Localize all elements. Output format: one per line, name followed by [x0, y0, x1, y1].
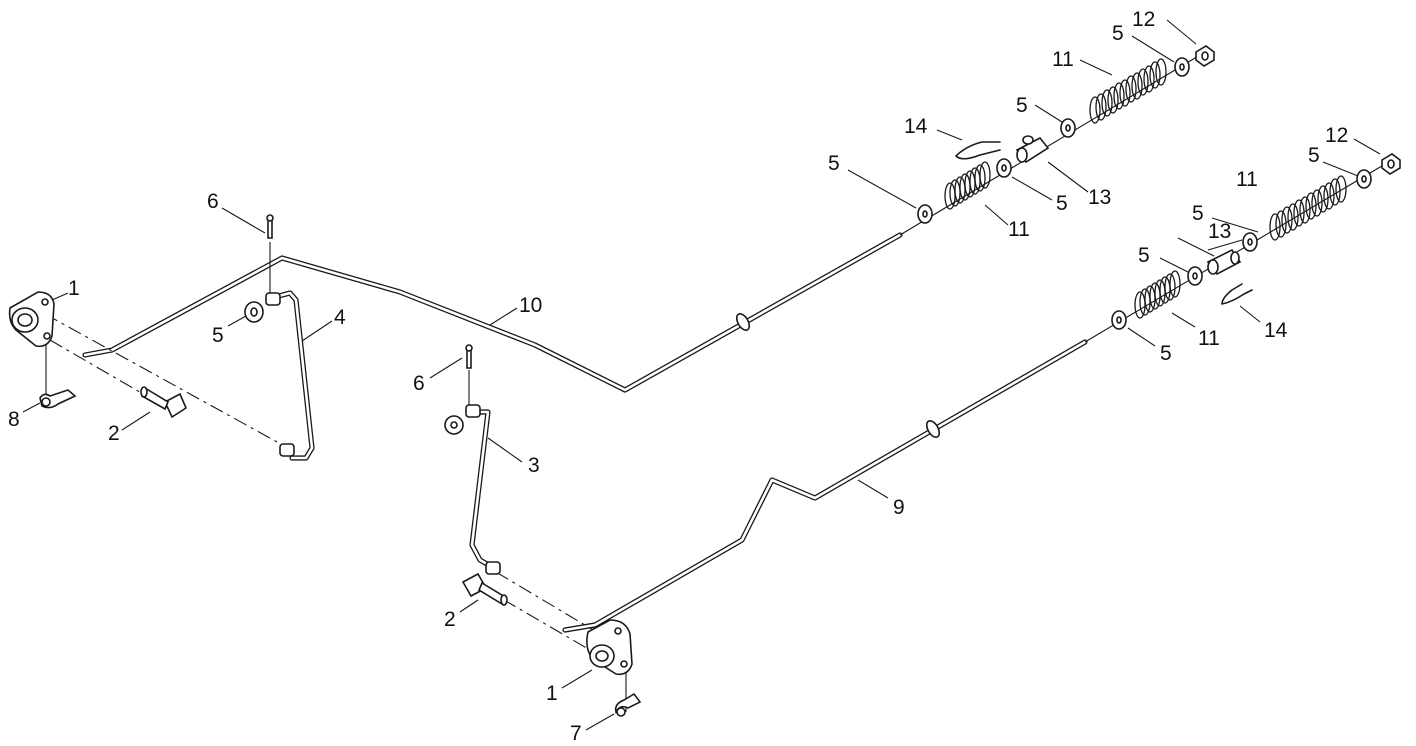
callout-5-a: 5 [828, 152, 840, 175]
callout-13-upper: 13 [1088, 186, 1111, 209]
callout-5-c: 5 [1016, 94, 1028, 117]
spring-11-b [1089, 58, 1167, 124]
callout-5-d: 5 [1112, 22, 1124, 45]
washer-5-left [244, 301, 264, 323]
callout-10: 10 [519, 294, 542, 317]
spring-assembly-lower [1084, 153, 1401, 343]
link-4 [265, 290, 315, 461]
clip-8 [39, 389, 77, 409]
callout-2-upper: 2 [108, 422, 120, 445]
callout-12-upper: 12 [1132, 8, 1155, 31]
washer-5-d [1174, 57, 1190, 77]
washer-5-a [917, 204, 933, 224]
callout-11-d: 11 [1236, 168, 1258, 191]
callout-1-lower: 1 [546, 682, 558, 705]
rod-10 [82, 232, 903, 393]
spring-assembly-upper [899, 45, 1215, 236]
washer-5-g [1242, 232, 1258, 252]
rod-9 [562, 339, 1088, 633]
callout-14-upper: 14 [904, 115, 928, 138]
callout-5-upper-left: 5 [212, 324, 224, 347]
callout-5-b: 5 [1056, 192, 1068, 215]
callout-13-lower: 13 [1208, 220, 1231, 243]
callout-9: 9 [893, 496, 905, 519]
callout-11-c: 11 [1198, 327, 1220, 350]
nut-12-lower [1381, 153, 1401, 175]
callout-5-e: 5 [1160, 342, 1172, 365]
bolt-2-upper [140, 386, 188, 419]
nut-12-upper [1195, 45, 1215, 67]
callout-14-lower: 14 [1264, 319, 1288, 342]
callout-12-lower: 12 [1325, 124, 1348, 147]
bolt-2-lower [461, 572, 508, 606]
callouts: 1 2 8 6 5 4 10 6 3 2 1 7 9 5 11 5 13 14 … [8, 8, 1348, 745]
trunnion-13-lower [1206, 248, 1242, 276]
callout-3: 3 [528, 454, 540, 477]
spring-11-a [944, 161, 991, 210]
callout-6-lower: 6 [413, 372, 425, 395]
washer-5-b [996, 158, 1012, 178]
callout-4: 4 [334, 306, 346, 329]
callout-8: 8 [8, 408, 20, 431]
callout-7: 7 [570, 722, 582, 745]
clip-7 [614, 692, 642, 717]
washer-5-h [1356, 169, 1372, 189]
trunnion-13-upper [1015, 135, 1050, 164]
cotter-pin-6-lower [465, 344, 473, 369]
hairpin-14-lower [1221, 283, 1253, 305]
washer-5-f [1187, 266, 1203, 286]
spring-11-d [1269, 175, 1347, 241]
pivot-plate-upper [8, 291, 55, 348]
callout-2-lower: 2 [444, 608, 456, 631]
callout-6-upper: 6 [207, 190, 219, 213]
leader-lines [22, 19, 1381, 731]
spring-11-c [1134, 270, 1181, 319]
pivot-plate-lower [586, 619, 633, 676]
washer-5-e [1111, 310, 1127, 330]
washer-5-lower-link [444, 415, 464, 435]
cotter-pin-6-upper [266, 214, 274, 239]
callout-1-upper: 1 [68, 277, 80, 300]
hairpin-14-upper [955, 141, 1001, 160]
callout-5-h: 5 [1308, 144, 1320, 167]
callout-11-b: 11 [1052, 48, 1074, 71]
callout-11-a: 11 [1008, 218, 1030, 241]
callout-5-g: 5 [1192, 202, 1204, 225]
callout-5-f: 5 [1138, 244, 1150, 267]
link-3 [465, 404, 501, 575]
washer-5-c [1060, 118, 1076, 138]
